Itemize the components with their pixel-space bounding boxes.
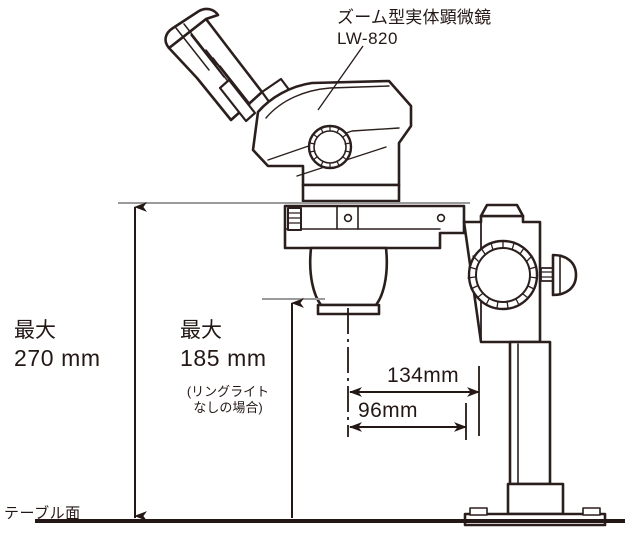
base-feet bbox=[469, 507, 601, 516]
dimension-270mm-prefix: 最大 bbox=[14, 319, 56, 342]
focus-knob-knurling bbox=[467, 240, 538, 309]
table-surface-label: テーブル面 bbox=[4, 505, 81, 522]
dimension-185mm-label: 最大 185 mm bbox=[180, 318, 267, 372]
zoom-knob-knurling bbox=[309, 125, 351, 169]
tension-knob bbox=[540, 253, 578, 297]
dimension-96mm-value: 96mm bbox=[358, 399, 418, 422]
figure-title: ズーム型実体顕微鏡 LW-820 bbox=[337, 8, 491, 49]
stand-pillar bbox=[508, 340, 552, 486]
mounting-arm bbox=[283, 204, 466, 250]
dimension-185mm-note-line2: なしの場合) bbox=[193, 400, 263, 416]
tension-knob-ribs bbox=[541, 271, 553, 278]
dimension-185mm-note-line1: (リングライト bbox=[186, 384, 270, 399]
title-leader-line bbox=[317, 45, 364, 111]
dimension-185mm-value: 185 mm bbox=[180, 344, 267, 371]
pillar-foot bbox=[506, 482, 565, 516]
arm-clamp-ribs bbox=[288, 212, 301, 224]
dimension-185mm-prefix: 最大 bbox=[180, 319, 222, 342]
arm-clamp-block bbox=[287, 207, 302, 231]
microscope-illustration bbox=[164, 7, 607, 527]
figure-title-line2: LW-820 bbox=[337, 28, 398, 48]
zoom-knob bbox=[307, 124, 353, 170]
figure-title-line1: ズーム型実体顕微鏡 bbox=[337, 8, 492, 27]
dimension-185mm-note: (リングライト なしの場合) bbox=[176, 384, 280, 417]
table-surface-line bbox=[35, 519, 625, 523]
mounting-arm-details bbox=[284, 206, 446, 230]
dimension-270mm-label: 最大 270 mm bbox=[14, 318, 101, 372]
dimension-134mm-value: 134mm bbox=[387, 364, 460, 387]
dimension-270mm-value: 270 mm bbox=[14, 344, 101, 371]
objective-lens bbox=[308, 246, 389, 316]
focus-knob bbox=[467, 239, 539, 311]
head-neck bbox=[301, 183, 401, 203]
